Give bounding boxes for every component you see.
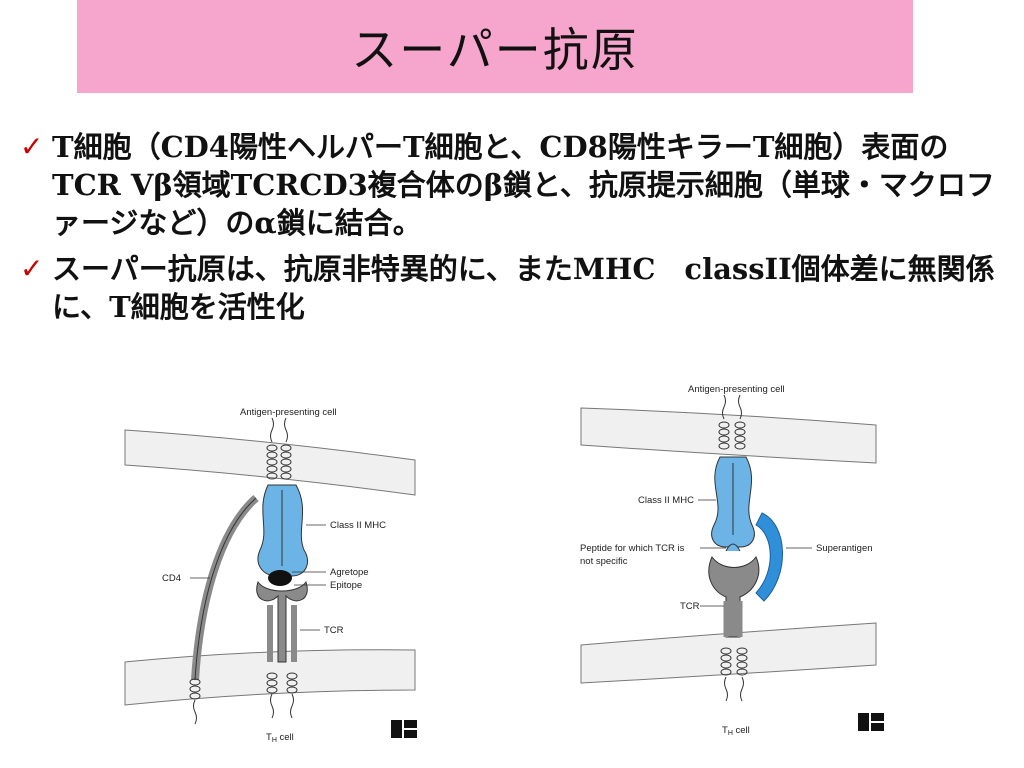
agretope-label: Agretope xyxy=(330,567,369,578)
cd4-label: CD4 xyxy=(162,573,181,584)
bullet-list: ✓ T細胞（CD4陽性ヘルパーT細胞と、CD8陽性キラーT細胞）表面のTCR V… xyxy=(14,128,1004,334)
peptide-label-line1: Peptide for which TCR is xyxy=(580,543,685,554)
apc-membrane xyxy=(580,407,877,464)
tcell-membrane xyxy=(580,622,877,684)
th-cell-label: TH cell xyxy=(266,732,294,744)
tcell-coil xyxy=(189,672,298,725)
tcr-label: TCR xyxy=(680,601,700,612)
tcell-coil xyxy=(720,647,748,702)
publisher-logo xyxy=(858,713,884,731)
title-band: スーパー抗原 xyxy=(77,0,913,93)
apc-membrane xyxy=(124,429,416,496)
tcr xyxy=(708,555,760,638)
superantigen-label: Superantigen xyxy=(816,543,873,554)
bullet-text: T細胞（CD4陽性ヘルパーT細胞と、CD8陽性キラーT細胞）表面のTCR Vβ領… xyxy=(52,130,995,240)
tcr xyxy=(256,580,308,663)
class2-mhc-label: Class II MHC xyxy=(330,520,386,531)
epitope-label: Epitope xyxy=(330,580,362,591)
peptide xyxy=(268,570,292,586)
apc-label: Antigen-presenting cell xyxy=(240,407,337,418)
class2-mhc xyxy=(257,484,308,577)
checkmark-icon: ✓ xyxy=(20,130,44,163)
apc-label: Antigen-presenting cell xyxy=(688,384,785,395)
publisher-logo xyxy=(391,720,417,738)
bullet-item: ✓ スーパー抗原は、抗原非特異的に、またMHC classII個体差に無関係に、… xyxy=(14,250,1004,326)
class2-mhc-label: Class II MHC xyxy=(638,495,694,506)
bullet-text: スーパー抗原は、抗原非特異的に、またMHC classII個体差に無関係に、T細… xyxy=(52,252,995,324)
th-cell-label: TH cell xyxy=(722,725,750,737)
peptide-label-line2: not specific xyxy=(580,556,628,567)
tcr-label: TCR xyxy=(324,625,344,636)
bullet-item: ✓ T細胞（CD4陽性ヘルパーT細胞と、CD8陽性キラーT細胞）表面のTCR V… xyxy=(14,128,1004,242)
peptide xyxy=(725,543,741,552)
checkmark-icon: ✓ xyxy=(20,252,44,285)
page-title: スーパー抗原 xyxy=(351,22,639,77)
diagram-left: Antigen-presenting cell Class II MHC Agr… xyxy=(120,400,420,750)
mhc-coil xyxy=(266,417,292,480)
diagram-right: Antigen-presenting cell Class II MHC Pep… xyxy=(576,375,906,740)
mhc-coil xyxy=(718,394,746,450)
superantigen xyxy=(755,512,783,602)
